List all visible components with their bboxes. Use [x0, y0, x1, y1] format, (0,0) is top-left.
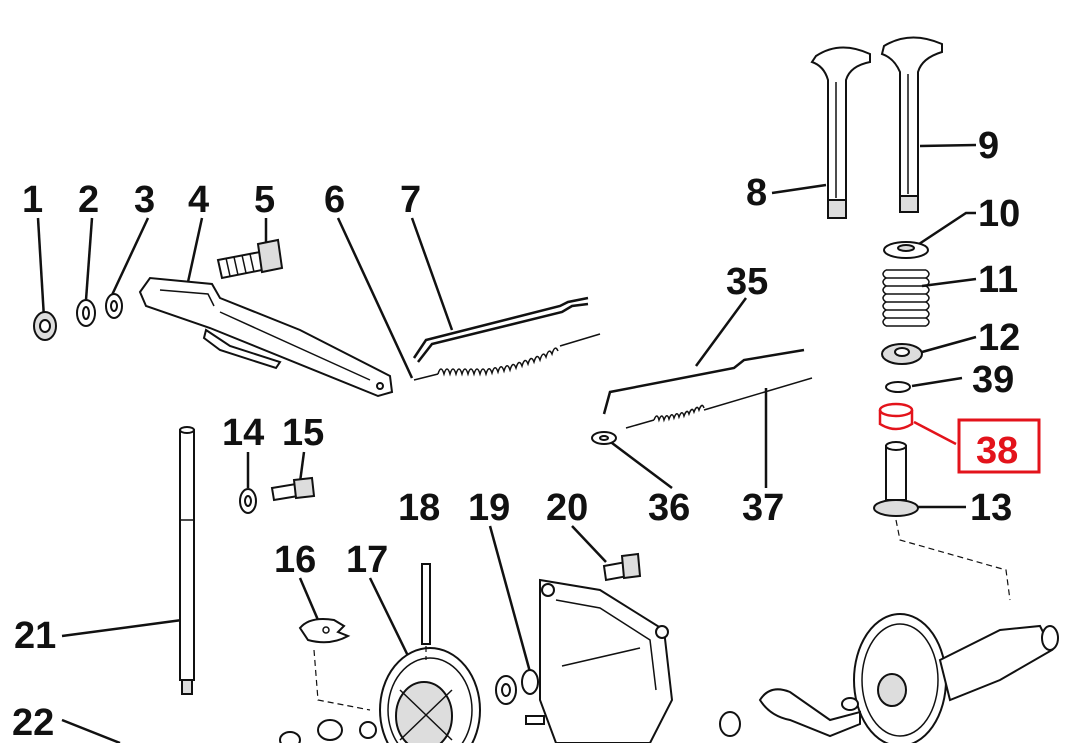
callout-4[interactable]: 4 — [188, 179, 209, 221]
part-12-retainer[interactable] — [881, 343, 923, 365]
callout-11[interactable]: 11 — [978, 259, 1018, 301]
callout-36[interactable]: 36 — [648, 487, 690, 529]
callout-19[interactable]: 19 — [468, 487, 510, 529]
callout-10[interactable]: 10 — [978, 193, 1020, 235]
part-10-spring-retainer[interactable] — [883, 241, 929, 259]
part-rocker-arm[interactable] — [719, 688, 861, 738]
part-17-gear[interactable] — [379, 647, 481, 743]
callout-1[interactable]: 1 — [22, 179, 43, 221]
part-22-partial[interactable] — [279, 719, 377, 743]
part-16-cam[interactable] — [298, 618, 351, 644]
part-7-link-rod[interactable] — [412, 296, 589, 363]
part-13-tappet[interactable] — [873, 441, 919, 517]
callout-2[interactable]: 2 — [78, 179, 99, 221]
callout-6[interactable]: 6 — [324, 179, 345, 221]
callout-39[interactable]: 39 — [972, 359, 1014, 401]
part-1-nut[interactable] — [33, 311, 57, 341]
callout-7[interactable]: 7 — [400, 179, 421, 221]
callout-38[interactable]: 38 — [976, 430, 1018, 472]
callout-14[interactable]: 14 — [222, 412, 264, 454]
callout-8[interactable]: 8 — [746, 172, 767, 214]
leader-lines — [36, 143, 977, 743]
callout-35[interactable]: 35 — [726, 261, 768, 303]
part-5-bolt[interactable] — [216, 238, 284, 280]
part-39-pin[interactable] — [885, 381, 911, 393]
callout-22[interactable]: 22 — [12, 702, 54, 743]
part-camshaft-gear[interactable] — [853, 613, 1059, 743]
part-8-valve[interactable] — [810, 46, 871, 219]
highlight-box — [957, 418, 1041, 474]
callout-17[interactable]: 17 — [346, 539, 388, 581]
part-35-rod[interactable] — [602, 348, 805, 415]
callout-18[interactable]: 18 — [398, 487, 440, 529]
callout-21[interactable]: 21 — [14, 615, 56, 657]
part-6-governor-spring[interactable] — [413, 333, 601, 381]
callout-16[interactable]: 16 — [274, 539, 316, 581]
part-15-screw[interactable] — [270, 476, 316, 502]
part-21-shaft[interactable] — [179, 426, 195, 695]
callout-15[interactable]: 15 — [282, 412, 324, 454]
callout-13[interactable]: 13 — [970, 487, 1012, 529]
part-19-washer[interactable] — [495, 669, 539, 705]
callout-12[interactable]: 12 — [978, 317, 1020, 359]
part-20-screw[interactable] — [602, 552, 642, 582]
callout-37[interactable]: 37 — [742, 487, 784, 529]
callout-3[interactable]: 3 — [134, 179, 155, 221]
callout-5[interactable]: 5 — [254, 179, 275, 221]
part-38-valve-seal[interactable] — [878, 402, 914, 431]
part-3-lockwasher[interactable] — [105, 293, 123, 319]
callout-9[interactable]: 9 — [978, 125, 999, 167]
part-2-washer[interactable] — [76, 299, 96, 327]
part-36-washer[interactable] — [591, 431, 617, 445]
callout-38-highlight[interactable]: 38 — [957, 418, 1041, 474]
part-4-governor-lever[interactable] — [138, 276, 394, 398]
part-37-spring[interactable] — [625, 377, 813, 429]
part-18-pin[interactable] — [421, 563, 431, 660]
part-11-valve-spring[interactable] — [882, 269, 930, 327]
part-14-washer[interactable] — [239, 488, 257, 514]
assembly-line-16 — [313, 649, 371, 711]
part-crankcase-cover[interactable] — [525, 578, 674, 743]
part-9-valve[interactable] — [880, 36, 943, 213]
callout-20[interactable]: 20 — [546, 487, 588, 529]
assembly-line-13 — [895, 519, 1011, 601]
